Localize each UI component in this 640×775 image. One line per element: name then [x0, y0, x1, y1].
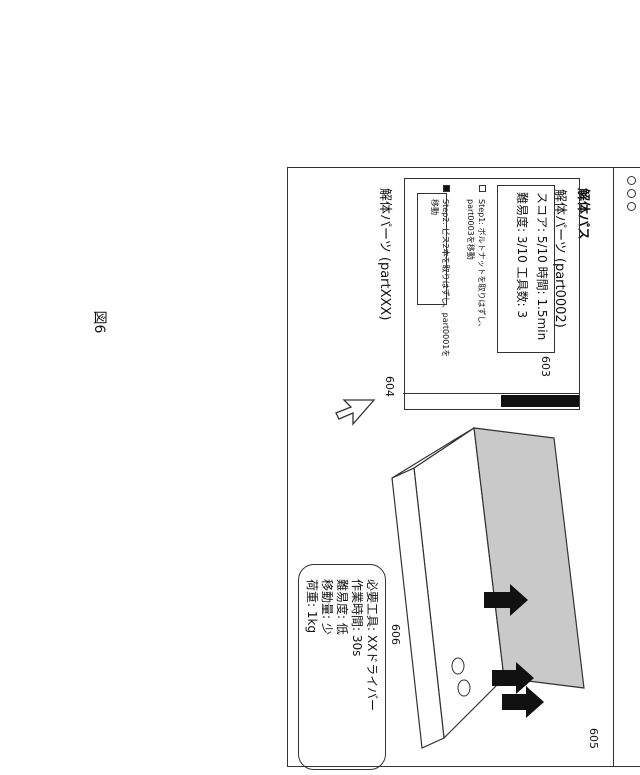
step-checkbox-checked[interactable]	[443, 185, 450, 192]
arrow-icon	[502, 686, 544, 718]
ref-part: 605	[587, 728, 600, 749]
cursor-icon	[330, 394, 376, 434]
score-box: スコア: 5/10 時間: 1.5min 難易度: 3/10 工具数: 3	[497, 185, 555, 353]
step-item[interactable]: Step1: ボルトナットを取りはずし、part0003を移動	[465, 185, 487, 359]
score-line: スコア: 5/10 時間: 1.5min	[532, 192, 552, 346]
tooltip-line: 荷重: 1kg	[304, 579, 319, 755]
window-maximize-button[interactable]	[627, 202, 636, 211]
figure-label: 図6	[83, 302, 117, 342]
scrollbar[interactable]	[403, 393, 579, 409]
step-checkbox[interactable]	[479, 185, 486, 192]
difficulty-line: 難易度: 3/10 工具数: 3	[512, 192, 532, 346]
part-info-tooltip: 必要工具: XXドライバー 作業時間: 30s 難易度: 低 移動量: 少 荷重…	[298, 564, 386, 770]
window-controls	[627, 176, 636, 211]
tooltip-line: 難易度: 低	[334, 579, 349, 755]
window-minimize-button[interactable]	[627, 189, 636, 198]
figure-stage: 601 602 解体パス 解体パーツ (part0002) スコア: 5/10 …	[287, 155, 640, 775]
disassembly-path-panel: 解体パス 解体パーツ (part0002) スコア: 5/10 時間: 1.5m…	[300, 178, 602, 410]
scrollbar-thumb[interactable]	[501, 395, 579, 407]
part-card: 解体パーツ (part0002) スコア: 5/10 時間: 1.5min 難易…	[404, 178, 580, 410]
ref-cursor: 604	[383, 376, 396, 397]
screw-hole-icon	[452, 658, 464, 674]
next-part-heading[interactable]: 解体パーツ (partXXX)	[377, 188, 396, 320]
tooltip-line: 必要工具: XXドライバー	[364, 579, 379, 755]
ref-score: 603	[539, 356, 552, 377]
app-window: 解体パス 解体パーツ (part0002) スコア: 5/10 時間: 1.5m…	[287, 167, 640, 767]
tooltip-line: 移動量: 少	[319, 579, 334, 755]
part-illustration	[384, 418, 614, 758]
window-titlebar	[613, 168, 640, 766]
step-text: Step1: ボルトナットを取りはずし、part0003を移動	[466, 199, 486, 332]
tooltip-line: 作業時間: 30s	[349, 579, 364, 755]
ref-tooltip: 606	[389, 624, 402, 645]
window-close-button[interactable]	[627, 176, 636, 185]
screw-hole-icon	[458, 680, 470, 696]
selected-step-highlight	[417, 193, 447, 305]
